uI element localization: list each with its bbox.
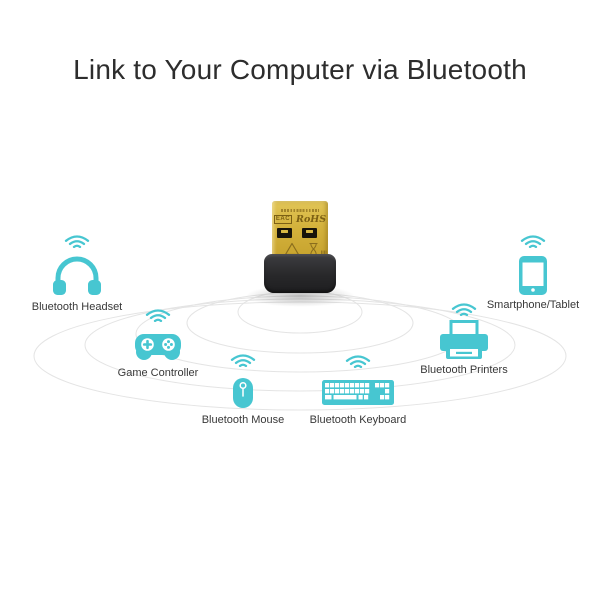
device-label: Game Controller xyxy=(117,367,199,379)
signal-waves-icon xyxy=(345,355,371,368)
certification-marks: EAC RoHS xyxy=(272,214,328,225)
device-game-controller: Game Controller xyxy=(88,305,228,379)
usb-contact-slot xyxy=(277,228,292,238)
rohs-mark: RoHS xyxy=(296,214,327,225)
signal-waves-icon xyxy=(230,354,256,367)
adapter-body xyxy=(264,254,336,293)
ripple-ellipse xyxy=(84,298,516,392)
usb-bluetooth-adapter: EAC RoHS xyxy=(264,201,336,293)
eac-mark: EAC xyxy=(273,215,293,224)
usb-contact-pin xyxy=(306,230,313,234)
ripple-ellipse xyxy=(33,301,567,411)
keyboard-icon xyxy=(322,380,394,405)
game-controller-icon xyxy=(135,334,181,360)
adapter-model-microtext xyxy=(281,209,319,212)
device-bluetooth-keyboard: Bluetooth Keyboard xyxy=(288,351,428,426)
mouse-icon xyxy=(233,378,253,408)
recycle-triangle-icon xyxy=(284,242,300,256)
headset-icon xyxy=(53,256,101,295)
device-bluetooth-headset: Bluetooth Headset xyxy=(7,231,147,313)
usb-connector: EAC RoHS xyxy=(272,201,328,258)
signal-waves-icon xyxy=(64,235,90,248)
printer-icon xyxy=(440,320,488,359)
usb-contact-slot xyxy=(302,228,317,238)
device-label: Smartphone/Tablet xyxy=(486,299,580,311)
device-label: Bluetooth Mouse xyxy=(201,414,285,426)
signal-waves-icon xyxy=(145,309,171,322)
barcode-icon xyxy=(321,250,327,256)
device-bluetooth-printers: Bluetooth Printers xyxy=(394,299,534,376)
signal-waves-icon xyxy=(451,303,477,316)
signal-waves-icon xyxy=(520,235,546,248)
page-title: Link to Your Computer via Bluetooth xyxy=(73,54,527,85)
device-smartphone-tablet: Smartphone/Tablet xyxy=(463,231,600,311)
device-label: Bluetooth Printers xyxy=(420,364,508,376)
device-label: Bluetooth Headset xyxy=(31,301,123,313)
usb-contact-pin xyxy=(281,230,288,234)
device-label: Bluetooth Keyboard xyxy=(309,414,407,426)
hourglass-icon xyxy=(309,243,318,255)
device-bluetooth-mouse: Bluetooth Mouse xyxy=(173,350,313,426)
smartphone-icon xyxy=(519,256,547,295)
ripple-ellipse xyxy=(186,292,414,354)
